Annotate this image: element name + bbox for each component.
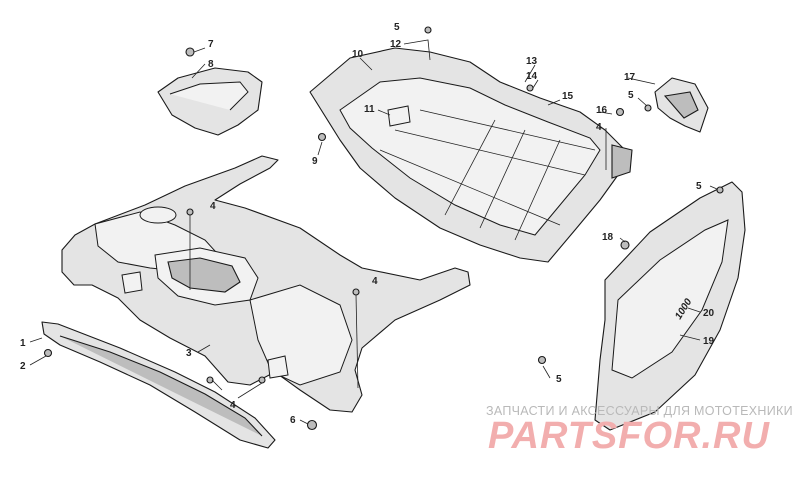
rivet-7-icon (185, 47, 195, 57)
callout-17: 17 (624, 72, 636, 83)
callout-5b: 5 (628, 90, 634, 101)
callout-14: 14 (526, 71, 538, 82)
callout-5a: 5 (394, 22, 400, 33)
callout-10: 10 (352, 49, 364, 60)
storage-lid (157, 67, 263, 136)
callout-5c: 5 (696, 181, 702, 192)
callout-12: 12 (390, 39, 402, 50)
callout-20: 20 (703, 308, 715, 319)
callout-1: 1 (20, 338, 26, 349)
callout-11: 11 (364, 104, 375, 115)
rear-body-panel (61, 155, 471, 413)
side-panel (594, 181, 746, 431)
cargo-box (309, 47, 633, 263)
watermark-brand: PARTSFOR.RU (488, 415, 770, 457)
callout-18: 18 (602, 232, 614, 243)
callout-3: 3 (186, 348, 192, 359)
screw-5b-icon (644, 104, 652, 112)
callout-5d: 5 (556, 374, 562, 385)
hardware (43, 26, 724, 431)
screw-4c-icon (206, 376, 214, 384)
callout-8: 8 (208, 59, 214, 70)
callout-7: 7 (208, 39, 214, 50)
callout-4b: 4 (372, 276, 378, 287)
screw-5c-icon (716, 186, 724, 194)
callout-9: 9 (312, 156, 318, 167)
clip-9-icon (317, 132, 327, 142)
pad-16-icon (615, 107, 625, 117)
callout-13: 13 (526, 56, 538, 67)
callout-16: 16 (596, 105, 608, 116)
callout-15: 15 (562, 91, 574, 102)
screw-5d-icon (537, 355, 547, 365)
screw-4d-icon (258, 376, 266, 384)
leader-lines (29, 39, 718, 425)
callout-6: 6 (290, 415, 296, 426)
washer-6-icon (306, 419, 318, 431)
callout-4d: 4 (596, 122, 602, 133)
cap-18-icon (620, 240, 630, 250)
watermark-tagline: ЗАПЧАСТИ И АКСЕССУАРЫ ДЛЯ МОТОТЕХНИКИ (486, 404, 793, 418)
lower-trim-panel (41, 321, 276, 449)
callout-2: 2 (20, 361, 26, 372)
callout-4a: 4 (210, 201, 216, 212)
screw-14-icon (526, 84, 534, 92)
clip-2-icon (43, 348, 53, 358)
screw-4a-icon (186, 208, 194, 216)
callout-19: 19 (703, 336, 715, 347)
screw-4b-icon (352, 288, 360, 296)
callout-labels: 1 2 3 4 4 4 4 5 5 5 5 6 7 8 9 10 11 12 1… (20, 22, 715, 426)
callout-4c: 4 (230, 400, 236, 411)
screw-5-icon (424, 26, 432, 34)
latch-handle (654, 77, 709, 133)
